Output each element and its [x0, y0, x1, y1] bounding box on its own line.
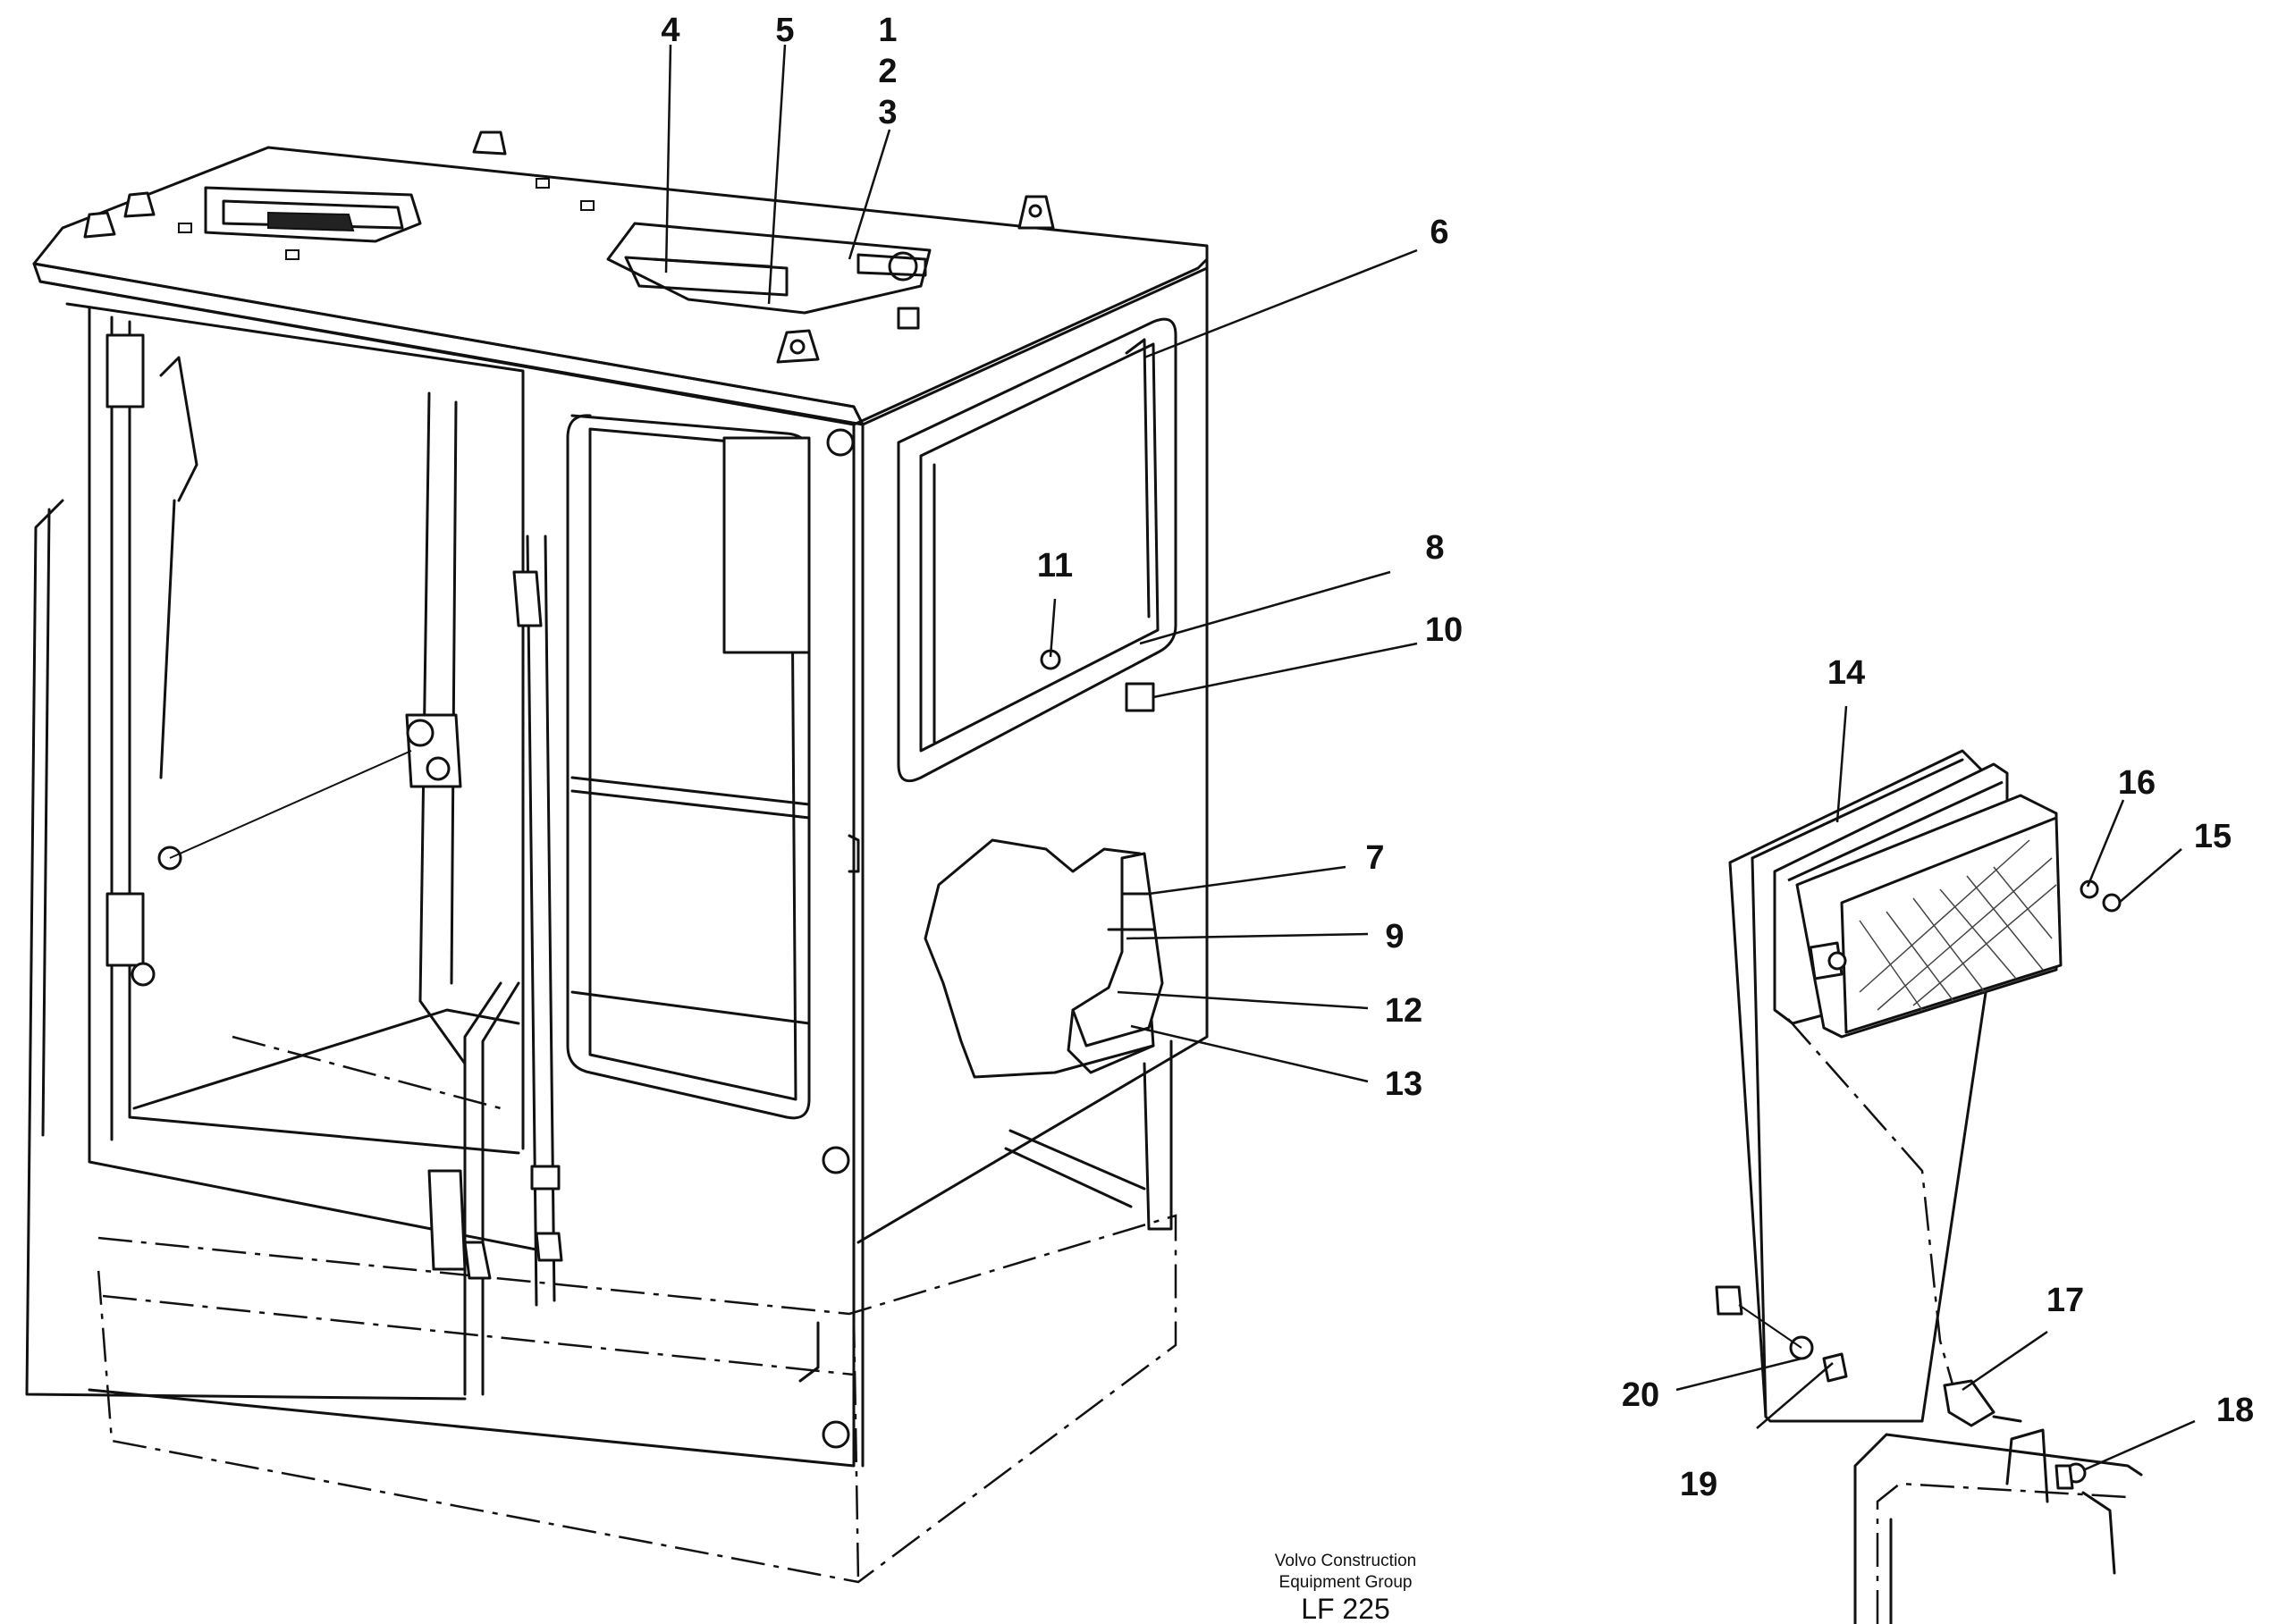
callout-17: 17: [2046, 1282, 2084, 1319]
cab-roof: [32, 130, 1209, 426]
cab-side-panel: [852, 257, 1209, 1468]
callout-7: 7: [1365, 839, 1384, 877]
callout-labels: 1 2 3 4 5 6 7 8 9 10 11 12 13 14 15 16 1…: [661, 12, 2254, 1503]
drawing-footer: Volvo Construction Equipment Group LF 22…: [1275, 1552, 1416, 1624]
cab-floor-plate: [97, 1214, 1177, 1584]
callout-15: 15: [2194, 818, 2232, 855]
callout-19: 19: [1680, 1466, 1717, 1503]
callout-14: 14: [1827, 654, 1865, 692]
callout-16: 16: [2118, 764, 2156, 802]
callout-12: 12: [1385, 992, 1422, 1030]
callout-13: 13: [1385, 1065, 1422, 1103]
callout-6: 6: [1430, 214, 1448, 251]
callout-3: 3: [878, 94, 897, 131]
cab-front-frame: [25, 280, 860, 1468]
callout-8: 8: [1425, 529, 1444, 567]
callout-5: 5: [775, 12, 794, 49]
work-lamp-assembly: [1715, 749, 2143, 1624]
cab-assembly: [25, 130, 1209, 1584]
callout-18: 18: [2216, 1392, 2254, 1429]
drawing-code: LF 225: [1301, 1593, 1390, 1624]
callout-10: 10: [1425, 611, 1463, 649]
callout-1: 1: [878, 12, 897, 49]
company-name-line-2: Equipment Group: [1279, 1573, 1413, 1592]
lamp-lens: [1859, 839, 2057, 1011]
callout-11: 11: [1037, 547, 1073, 585]
callout-9: 9: [1385, 918, 1404, 955]
callout-4: 4: [661, 12, 679, 49]
callout-2: 2: [878, 53, 897, 90]
callout-20: 20: [1622, 1376, 1659, 1414]
leader-lines: [664, 44, 2196, 1472]
company-name-line-1: Volvo Construction: [1275, 1552, 1416, 1570]
